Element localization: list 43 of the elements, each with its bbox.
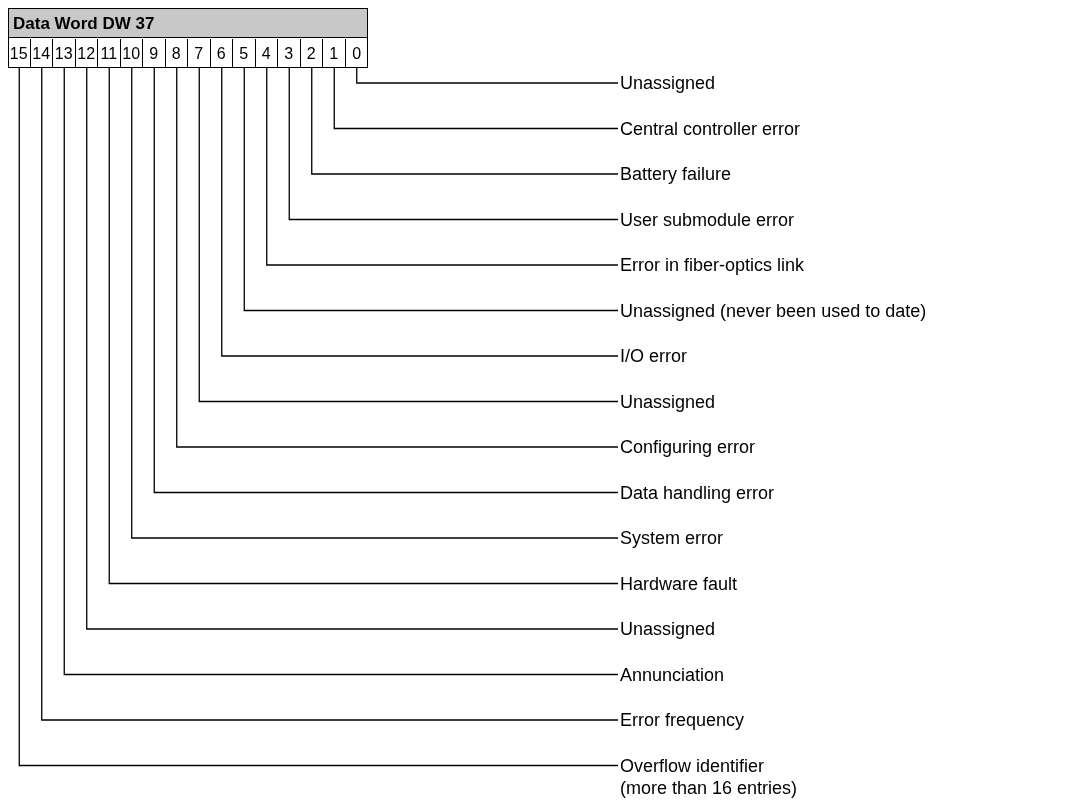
leader-line: [333, 67, 619, 130]
bit-number-cell: 9: [143, 39, 166, 68]
bit-number-cell: 6: [210, 39, 233, 68]
bit-number-cell: 13: [53, 39, 76, 68]
register-box: [8, 8, 368, 68]
bit-description: Hardware fault: [620, 572, 738, 595]
leader-line: [288, 67, 619, 221]
bit-description: Unassigned: [620, 72, 716, 94]
bit-number-cell: 11: [98, 39, 121, 68]
leader-line: [356, 67, 619, 84]
bit-number-cell: 10: [120, 39, 143, 68]
bit-description: Error in fiber-optics link: [620, 254, 805, 276]
bit-number-cell: 3: [278, 39, 301, 68]
bit-number-cell: 7: [188, 39, 211, 68]
bit-number-cell: 15: [8, 39, 31, 68]
bit-number-cell: 8: [165, 39, 188, 68]
leader-line: [198, 67, 619, 403]
bit-description: Unassigned (never been used to date): [620, 299, 927, 322]
leader-line: [266, 67, 619, 266]
bit-description: Unassigned: [620, 390, 716, 413]
bit-number-cell: 0: [345, 39, 368, 68]
bit-number-cell: 1: [323, 39, 346, 68]
bit-number-cell: 5: [233, 39, 256, 68]
bit-description: Overflow identifier (more than 16 entries): [620, 754, 810, 799]
leader-line: [243, 67, 619, 312]
bit-number-cell: 12: [75, 39, 98, 68]
bit-description: Error frequency: [620, 709, 745, 731]
bit-description: I/O error: [620, 345, 687, 367]
bit-number-cell: 14: [30, 39, 53, 68]
leader-line: [176, 67, 619, 448]
bit-description: System error: [620, 527, 724, 549]
leader-line: [221, 67, 619, 357]
bit-description: Configuring error: [620, 436, 756, 458]
bit-description: Central controller error: [620, 117, 801, 140]
bit-description: Unassigned: [620, 618, 716, 640]
bit-description: Data handling error: [620, 481, 775, 504]
bit-description: User submodule error: [620, 208, 795, 231]
leader-line: [311, 67, 619, 175]
register-title: Data Word DW 37: [9, 9, 367, 38]
bit-description: Battery failure: [620, 163, 732, 185]
bit-number-cell: 2: [300, 39, 323, 68]
bit-description: Annunciation: [620, 663, 725, 686]
bit-number-cell: 4: [255, 39, 278, 68]
